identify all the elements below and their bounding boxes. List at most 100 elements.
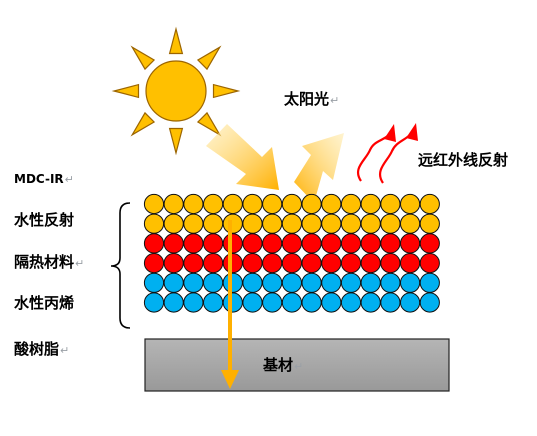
insulation-particle [222, 233, 243, 254]
insulation-particle [380, 233, 401, 254]
insulation-particle [281, 233, 302, 254]
acrylic-particle [400, 272, 421, 293]
insulation-particle [301, 253, 322, 274]
acrylic-particle [360, 292, 381, 313]
insulation-particle [242, 253, 263, 274]
sun-ray [196, 45, 222, 71]
infrared-arrows [356, 123, 418, 184]
reflective-particle [222, 193, 243, 215]
acrylic-particle [262, 292, 283, 313]
insulation-particle [143, 233, 165, 254]
layer-acrylic-label-2: 酸树脂↵ [14, 342, 69, 357]
insulation-particle [301, 233, 322, 254]
reflective-particle [419, 193, 440, 215]
product-text: MDC-IR [14, 172, 64, 186]
reflective-particle [163, 193, 184, 215]
insulation-particle [400, 233, 421, 254]
reflective-particle [183, 193, 204, 215]
reflective-particle [222, 213, 243, 234]
reflective-particle [262, 193, 283, 215]
acrylic-particle [301, 292, 322, 313]
reflective-particle [203, 213, 224, 234]
reflective-particle [281, 193, 302, 215]
return-mark: ↵ [75, 257, 85, 270]
acrylic-particle [143, 272, 165, 293]
insulation-particle [380, 253, 401, 274]
insulation-particle [321, 253, 342, 274]
acrylic-particle [281, 272, 302, 293]
sun-disc [145, 60, 207, 122]
insulation-particle [203, 253, 224, 274]
acrylic-particle [419, 292, 440, 313]
reflective-particle [301, 193, 322, 215]
acrylic-particle [183, 292, 204, 313]
insulation-particle [143, 253, 165, 274]
acrylic-particle [400, 292, 421, 313]
acrylic-particle [340, 292, 362, 313]
infrared-arrow-head [384, 124, 396, 142]
acrylic-particle [301, 272, 322, 293]
reflective-particle [242, 193, 263, 215]
layer-reflect-label: 水性反射 [14, 213, 74, 228]
acrylic-particle [222, 292, 243, 313]
coating-layers [143, 193, 440, 313]
penetration-arrow-icon [221, 370, 239, 389]
insulation-particle [321, 233, 342, 254]
infrared-arrow-icon [378, 133, 412, 184]
sun-ray [130, 111, 156, 137]
penetration-arrow-shaft [228, 220, 232, 372]
reflective-particle [400, 213, 421, 234]
sun-ray [212, 83, 241, 99]
infrared-arrow-head [406, 123, 418, 141]
acrylic-particle [203, 272, 224, 293]
acrylic-particle [222, 272, 243, 293]
layer-insulation-text: 隔热材料 [14, 253, 75, 271]
reflective-particle [340, 193, 362, 215]
reflective-particle [183, 213, 204, 234]
insulation-particle [183, 233, 204, 254]
infrared-arrow-icon [356, 134, 390, 182]
insulation-particle [163, 253, 184, 274]
sunlight-text: 太阳光 [284, 90, 330, 108]
insulation-particle [242, 233, 263, 254]
acrylic-particle [163, 292, 184, 313]
reflective-particle [340, 213, 362, 234]
reflective-particle [321, 193, 342, 215]
far-infrared-text: 远红外线反射 [418, 151, 509, 169]
sun-ray [168, 127, 184, 156]
insulation-particle [340, 253, 362, 274]
insulation-particle [360, 253, 381, 274]
layer-insulation-label: 隔热材料↵ [14, 255, 84, 270]
substrate-text: 基材 [263, 356, 294, 374]
reflective-particle [242, 213, 263, 234]
insulation-particle [262, 233, 283, 254]
return-mark: ↵ [64, 173, 74, 186]
substrate-label: 基材↵ [263, 358, 303, 373]
layer-acrylic-text-2: 酸树脂 [14, 340, 60, 358]
sun-ray [168, 26, 184, 55]
acrylic-particle [419, 272, 440, 293]
sun-ray [111, 83, 140, 99]
far-infrared-label: 远红外线反射 [418, 153, 508, 168]
reflective-particle [301, 213, 322, 234]
acrylic-particle [380, 292, 401, 313]
sun-icon [111, 26, 241, 156]
reflective-particle [163, 213, 184, 234]
reflective-particle [281, 213, 302, 234]
layer-reflect-text: 水性反射 [14, 211, 75, 229]
insulation-particle [281, 253, 302, 274]
bracket-icon [110, 202, 131, 329]
acrylic-particle [242, 292, 263, 313]
reflected-light-arrow-icon [294, 133, 344, 203]
acrylic-particle [281, 292, 302, 313]
acrylic-particle [242, 272, 263, 293]
reflective-particle [380, 193, 401, 215]
acrylic-particle [380, 272, 401, 293]
insulation-particle [203, 233, 224, 254]
insulation-particle [400, 253, 421, 274]
product-label: MDC-IR↵ [14, 173, 74, 185]
acrylic-particle [143, 292, 165, 313]
insulation-particle [222, 253, 243, 274]
return-mark: ↵ [330, 94, 340, 107]
